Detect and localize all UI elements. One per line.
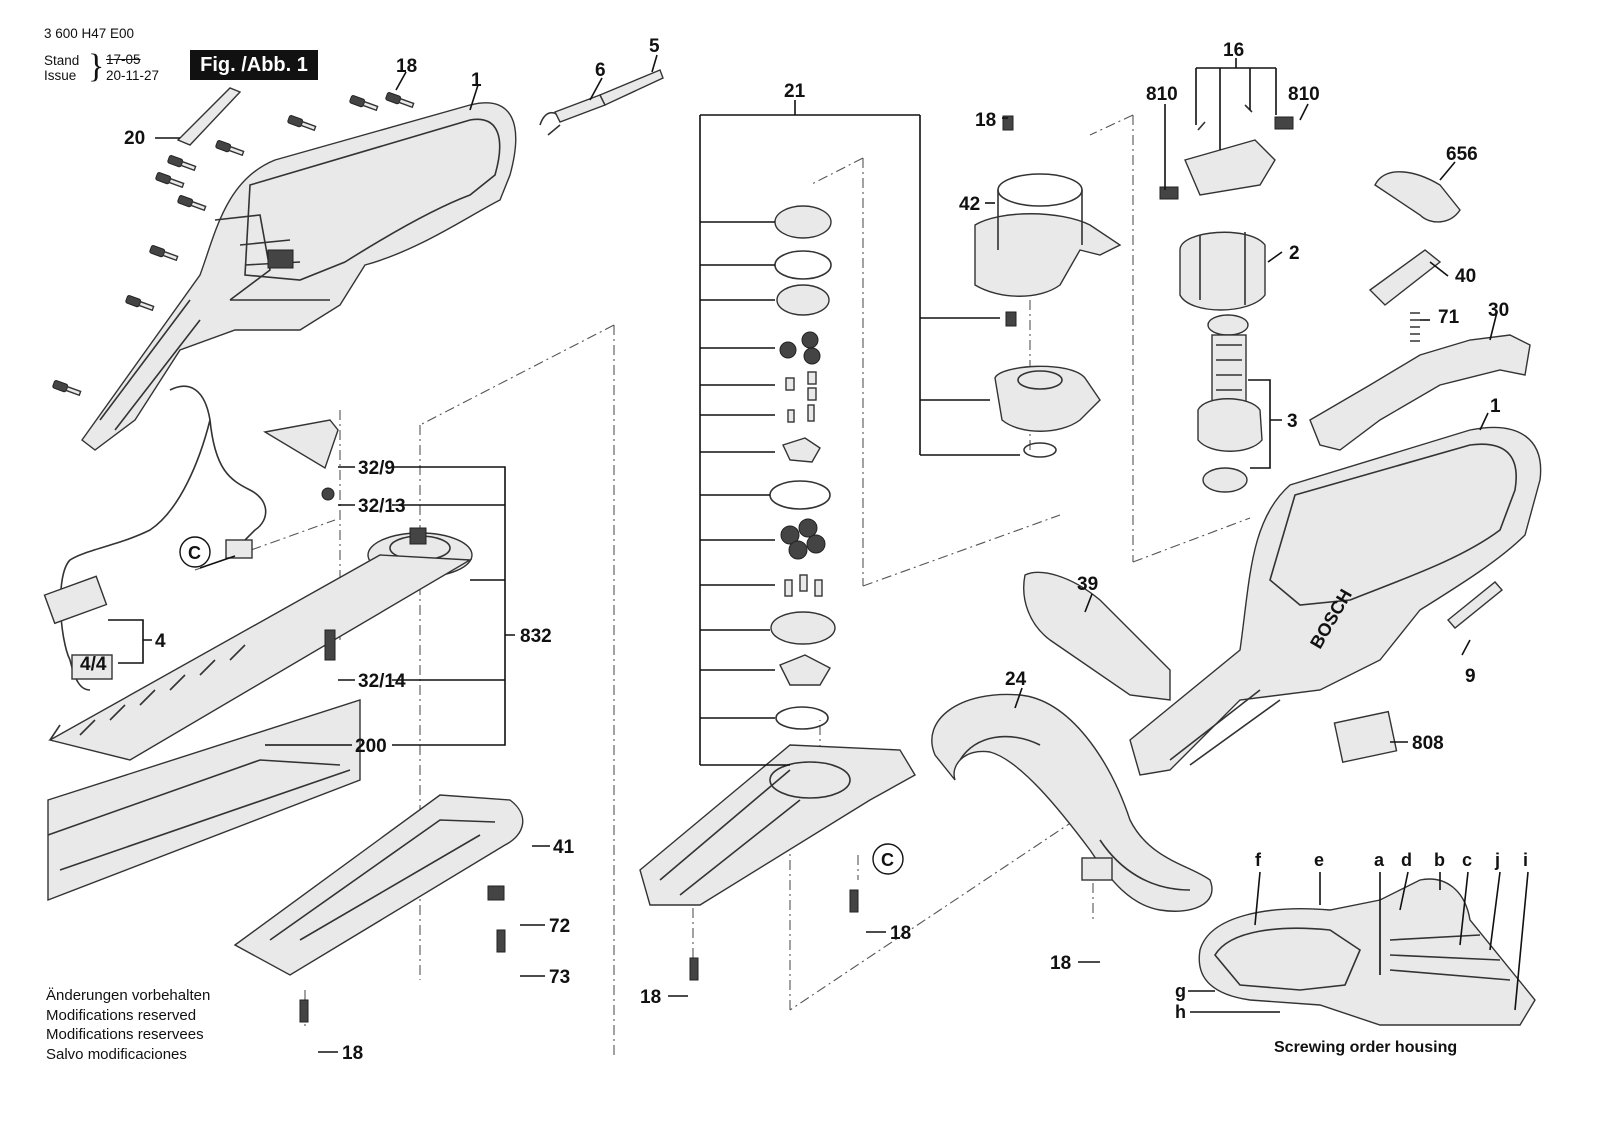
leader-lines	[108, 54, 1529, 1053]
screw-letter-g: g	[1175, 981, 1186, 1001]
screw-letter-a: a	[1374, 850, 1385, 870]
figure-badge: Fig. /Abb. 1	[190, 50, 318, 80]
label-2: 2	[1289, 243, 1300, 264]
spring	[1410, 312, 1420, 342]
modification-notes: Änderungen vorbehalten Modifications res…	[46, 986, 210, 1064]
brush-holder	[1159, 104, 1294, 200]
front-handle-grip	[1309, 334, 1531, 451]
motor-cover	[974, 115, 1122, 297]
part-labels: 1 5 6 18 20 21 16 810 810 18 42 656 2 40…	[80, 36, 1509, 1064]
air-grille-cover	[1023, 571, 1171, 701]
screwing-order-caption: Screwing order housing	[1274, 1039, 1457, 1056]
label-20: 20	[124, 128, 145, 149]
label-18-bottom-center: 18	[890, 923, 911, 944]
stand-label: Stand	[44, 53, 80, 68]
screw-set-top-left	[52, 92, 415, 397]
label-71: 71	[1438, 307, 1460, 328]
type-plate	[1333, 710, 1398, 764]
label-832: 832	[520, 626, 552, 647]
label-1-right: 1	[1490, 396, 1501, 417]
note-line: Änderungen vorbehalten	[46, 987, 211, 1004]
rating-plate-strip	[1446, 581, 1504, 629]
note-line: Salvo modificaciones	[46, 1045, 187, 1063]
label-40: 40	[1455, 266, 1476, 287]
header-brace: }	[88, 48, 105, 85]
label-16: 16	[1223, 40, 1244, 61]
gear-stack	[769, 205, 836, 730]
lock-lever	[1368, 249, 1442, 306]
label-30: 30	[1488, 300, 1509, 321]
housing-half-left	[81, 102, 517, 451]
label-5: 5	[649, 36, 660, 57]
screw-letter-b: b	[1434, 850, 1445, 870]
label-24: 24	[1005, 669, 1027, 690]
label-73: 73	[549, 967, 570, 988]
screwing-order-labels: f e a d b c j i g h Screwing order housi…	[1175, 850, 1528, 1056]
issue-value: 20-11-27	[106, 68, 160, 83]
label-4-4: 4/4	[80, 654, 107, 675]
label-42: 42	[959, 194, 980, 215]
gear-housing	[639, 744, 916, 981]
note-line: Modifications reservees	[46, 1026, 204, 1043]
stator-field	[1179, 231, 1266, 311]
stand-value: 17-05	[106, 52, 141, 67]
screw-letter-c: c	[1462, 850, 1472, 870]
label-32-14: 32/14	[358, 671, 406, 692]
armature	[1197, 314, 1263, 493]
label-c-left: C	[188, 543, 201, 563]
note-line: Modifications reserved	[46, 1006, 197, 1024]
housing-half-right: BOSCH	[1129, 426, 1542, 776]
label-9: 9	[1465, 666, 1476, 687]
label-18-top: 18	[396, 56, 417, 77]
nut	[321, 487, 335, 501]
label-808: 808	[1412, 733, 1444, 754]
label-18-mid: 18	[975, 110, 996, 131]
gearbox-housing-base	[233, 794, 524, 1023]
screw-letter-i: i	[1523, 850, 1528, 870]
label-3: 3	[1287, 411, 1298, 432]
label-c-mid: C	[881, 850, 894, 870]
screw-letter-f: f	[1255, 850, 1262, 870]
label-18-bottom-right: 18	[1050, 953, 1071, 974]
label-6: 6	[595, 60, 606, 81]
cutting-blade-assembly	[47, 527, 473, 902]
screwing-order-housing-view	[1198, 878, 1536, 1026]
label-32-13: 32/13	[358, 496, 406, 517]
label-41: 41	[553, 837, 575, 858]
screw-letter-j: j	[1494, 850, 1500, 870]
label-strip	[176, 87, 242, 146]
lock-button-cap	[1374, 171, 1461, 223]
wiring-harness	[43, 385, 267, 691]
label-18-bottom-left: 18	[342, 1043, 363, 1064]
label-1-top: 1	[471, 70, 482, 91]
cable-with-sleeve	[539, 69, 664, 136]
document-number: 3 600 H47 E00	[44, 26, 135, 41]
label-810-right: 810	[1288, 84, 1320, 105]
label-200: 200	[355, 736, 387, 757]
label-32-9: 32/9	[358, 458, 395, 479]
label-39: 39	[1077, 574, 1098, 595]
label-18-bottom-mid: 18	[640, 987, 661, 1008]
screw-letter-e: e	[1314, 850, 1324, 870]
label-21: 21	[784, 81, 806, 102]
connector-c-marker	[179, 536, 211, 568]
issue-label: Issue	[44, 68, 77, 83]
screw-letter-h: h	[1175, 1002, 1186, 1022]
blade-guard-clip	[263, 419, 339, 470]
label-4: 4	[155, 631, 166, 652]
label-810-left: 810	[1146, 84, 1178, 105]
label-72: 72	[549, 916, 570, 937]
bearing-housing	[994, 311, 1101, 458]
connector-c-marker	[872, 843, 904, 875]
screw-letter-d: d	[1401, 850, 1412, 870]
label-656: 656	[1446, 144, 1478, 165]
